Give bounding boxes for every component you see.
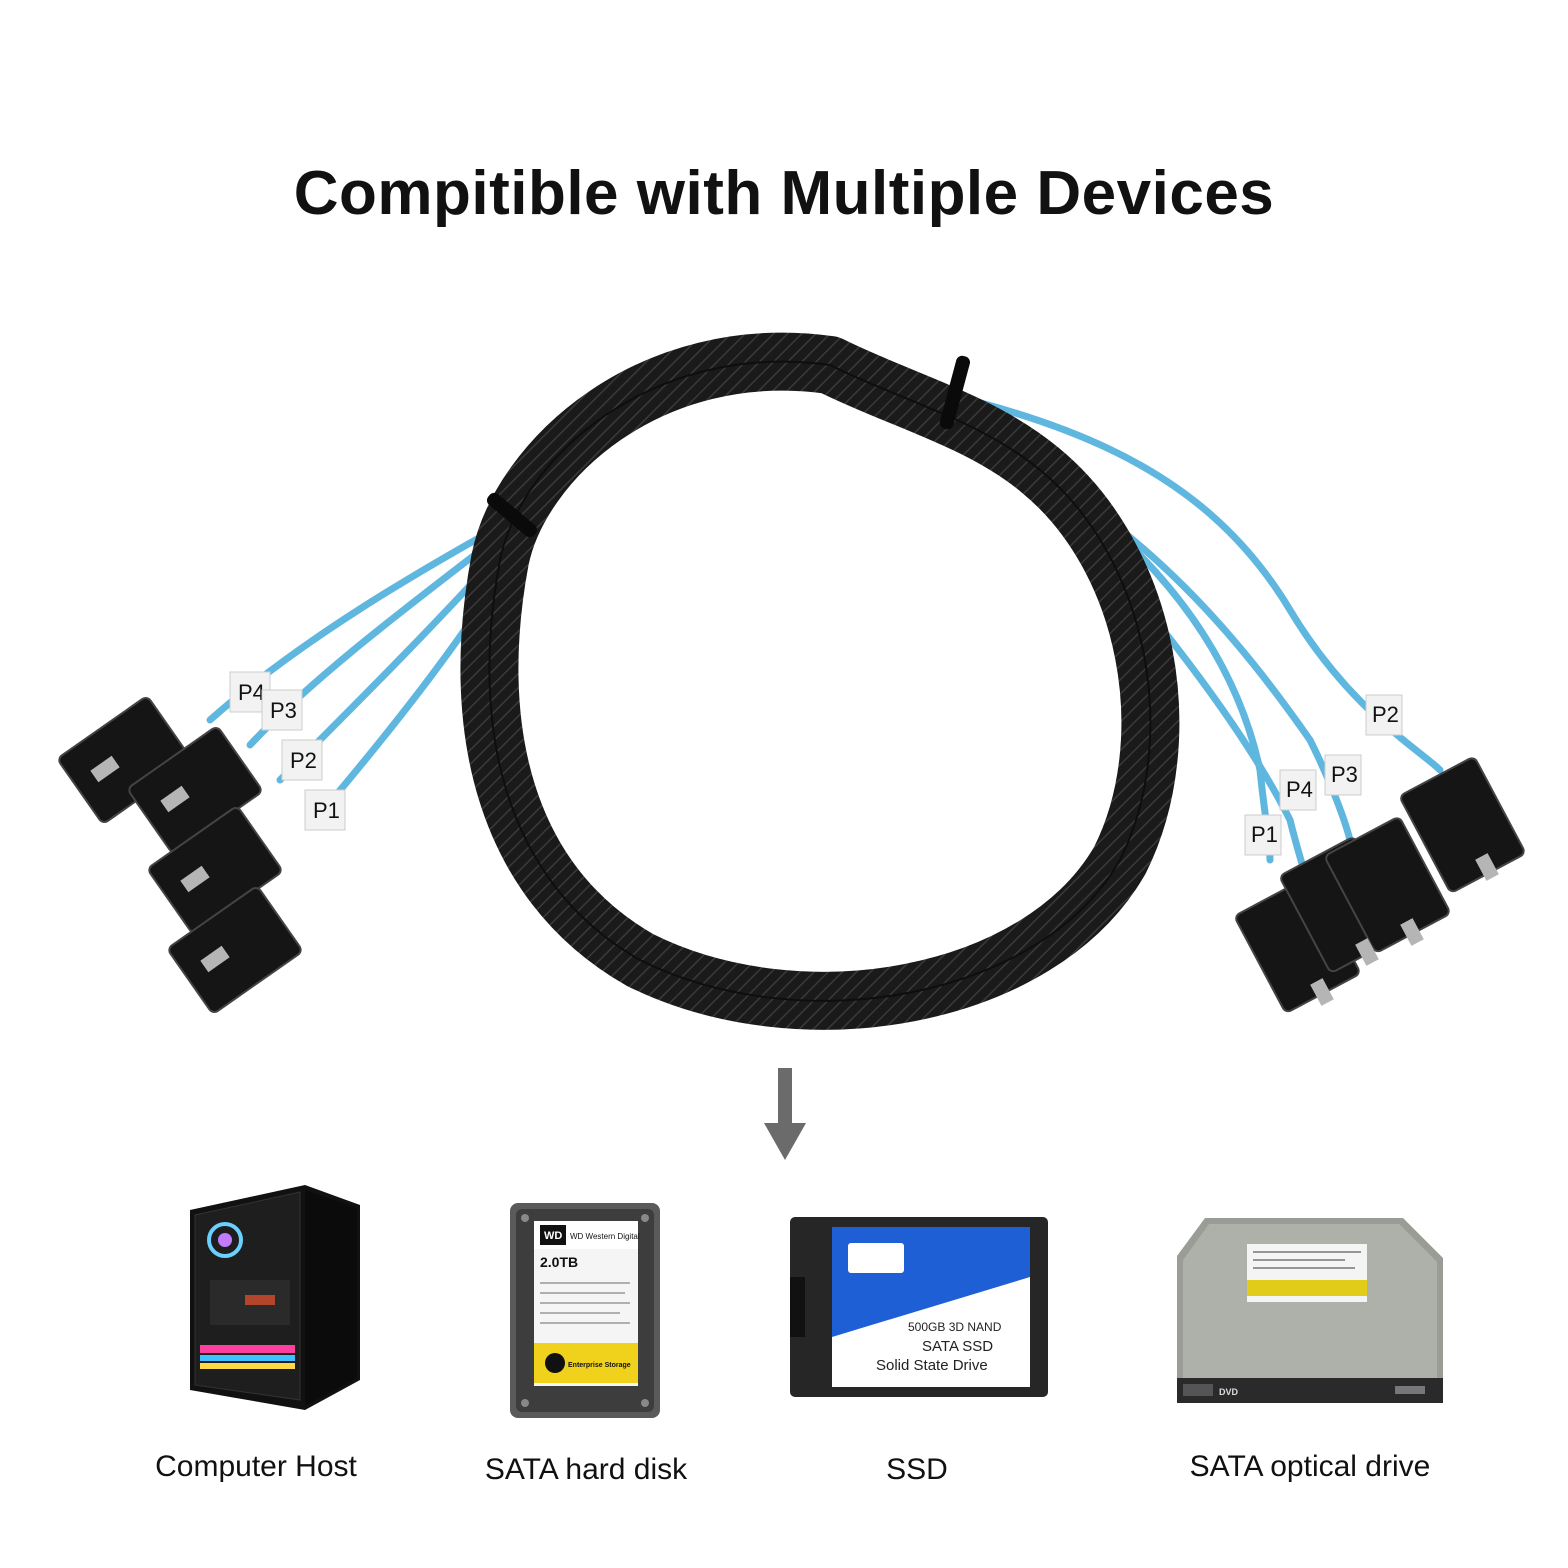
cable-label-left: P3	[270, 698, 297, 723]
pc-tower-icon	[190, 1185, 360, 1410]
arrow-down-icon	[764, 1068, 806, 1160]
ssd-capacity-text: 500GB 3D NAND	[908, 1320, 1002, 1334]
ssd-type-text: SATA SSD	[922, 1338, 993, 1355]
device-label-sata-hard-disk: SATA hard disk	[484, 1453, 688, 1486]
cable-label-left: P2	[290, 748, 317, 773]
optical-tray-text: DVD	[1219, 1387, 1239, 1397]
cable-label-left: P1	[313, 798, 340, 823]
device-label-computer-host: Computer Host	[155, 1450, 357, 1483]
cable-label-right: P4	[1286, 777, 1313, 802]
hdd-capacity-text: 2.0TB	[540, 1254, 578, 1270]
cable-label-left: P4	[238, 680, 265, 705]
device-label-ssd: SSD	[886, 1453, 948, 1486]
ssd-icon: 500GB 3D NAND SATA SSD Solid State Drive	[790, 1217, 1048, 1397]
device-label-sata-optical-drive: SATA optical drive	[1189, 1450, 1431, 1483]
page-title: Compitible with Multiple Devices	[293, 159, 1275, 228]
sata-cable-image: P4 P3 P2 P1 P1 P4 P3 P2	[58, 332, 1525, 1030]
cable-label-right: P3	[1331, 762, 1358, 787]
cable-label-right: P1	[1251, 822, 1278, 847]
optical-drive-icon: DVD	[1177, 1218, 1443, 1403]
hard-disk-icon: WD WD Western Digital 2.0TB Enterprise S…	[510, 1203, 660, 1418]
ssd-name-text: Solid State Drive	[876, 1357, 988, 1374]
svg-text:WD: WD	[544, 1230, 562, 1242]
cable-label-right: P2	[1372, 702, 1399, 727]
hdd-sticker-text: Enterprise Storage	[568, 1362, 631, 1369]
hdd-brand-text: WD Western Digital	[570, 1232, 640, 1241]
